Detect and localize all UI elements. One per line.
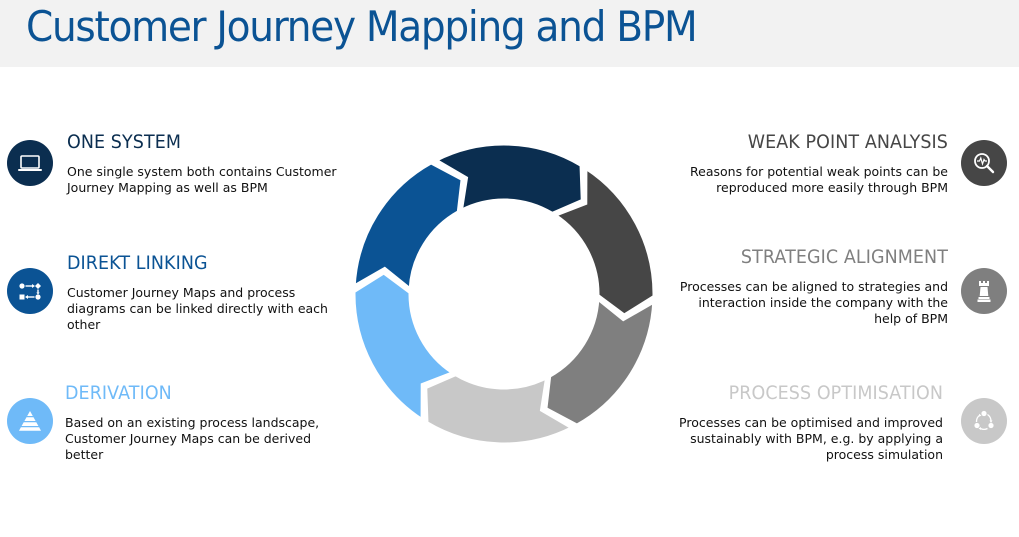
pyramid-icon: [19, 411, 41, 431]
cycle-icon: [974, 410, 994, 430]
process-opt-description: Processes can be optimised and improved …: [679, 415, 943, 462]
weak-point-description: Reasons for potential weak points can be…: [690, 164, 948, 195]
item-strategic-alignment: STRATEGIC ALIGNMENT Processes can be ali…: [618, 246, 948, 327]
item-process-optimisation: PROCESS OPTIMISATION Processes can be op…: [613, 382, 943, 463]
derivation-description: Based on an existing process landscape, …: [65, 415, 320, 462]
derivation-heading: DERIVATION: [65, 382, 172, 404]
one-system-heading: ONE SYSTEM: [67, 131, 182, 153]
laptop-icon: [18, 155, 42, 171]
one-system-description: One single system both contains Customer…: [67, 164, 337, 195]
cycle-segment-strategic-alignment: [544, 296, 656, 427]
cycle-segment-process-optimisation: [424, 372, 576, 446]
direkt-linking-heading: DIREKT LINKING: [67, 252, 208, 274]
item-weak-point-analysis: WEAK POINT ANALYSIS Reasons for potentia…: [618, 131, 948, 196]
chess-rook-icon: [977, 281, 991, 302]
derivation-icon-circle: [7, 398, 53, 444]
weak-point-heading: WEAK POINT ANALYSIS: [747, 131, 948, 153]
header-bar: Customer Journey Mapping and BPM: [0, 0, 1019, 67]
item-one-system: ONE SYSTEM One single system both contai…: [67, 131, 397, 196]
process-flow-icon: [19, 283, 41, 300]
strategic-icon-circle: [961, 268, 1007, 314]
strategic-description: Processes can be aligned to strategies a…: [679, 279, 948, 326]
process-opt-icon-circle: [961, 398, 1007, 444]
direkt-linking-description: Customer Journey Maps and process diagra…: [67, 285, 328, 332]
direkt-linking-icon-circle: [7, 268, 53, 314]
item-derivation: DERIVATION Based on an existing process …: [65, 382, 395, 463]
cycle-segment-one-system: [432, 142, 584, 216]
item-direkt-linking: DIREKT LINKING Customer Journey Maps and…: [67, 252, 397, 333]
cycle-segment-derivation: [352, 271, 456, 423]
cycle-segment-direkt-linking: [352, 161, 464, 292]
page-title: Customer Journey Mapping and BPM: [26, 2, 698, 51]
strategic-heading: STRATEGIC ALIGNMENT: [740, 246, 948, 268]
weak-point-icon-circle: [961, 140, 1007, 186]
process-opt-heading: PROCESS OPTIMISATION: [728, 382, 943, 404]
cycle-segment-weak-point-analysis: [552, 165, 656, 317]
one-system-icon-circle: [7, 140, 53, 186]
magnifier-pulse-icon: [974, 153, 995, 174]
